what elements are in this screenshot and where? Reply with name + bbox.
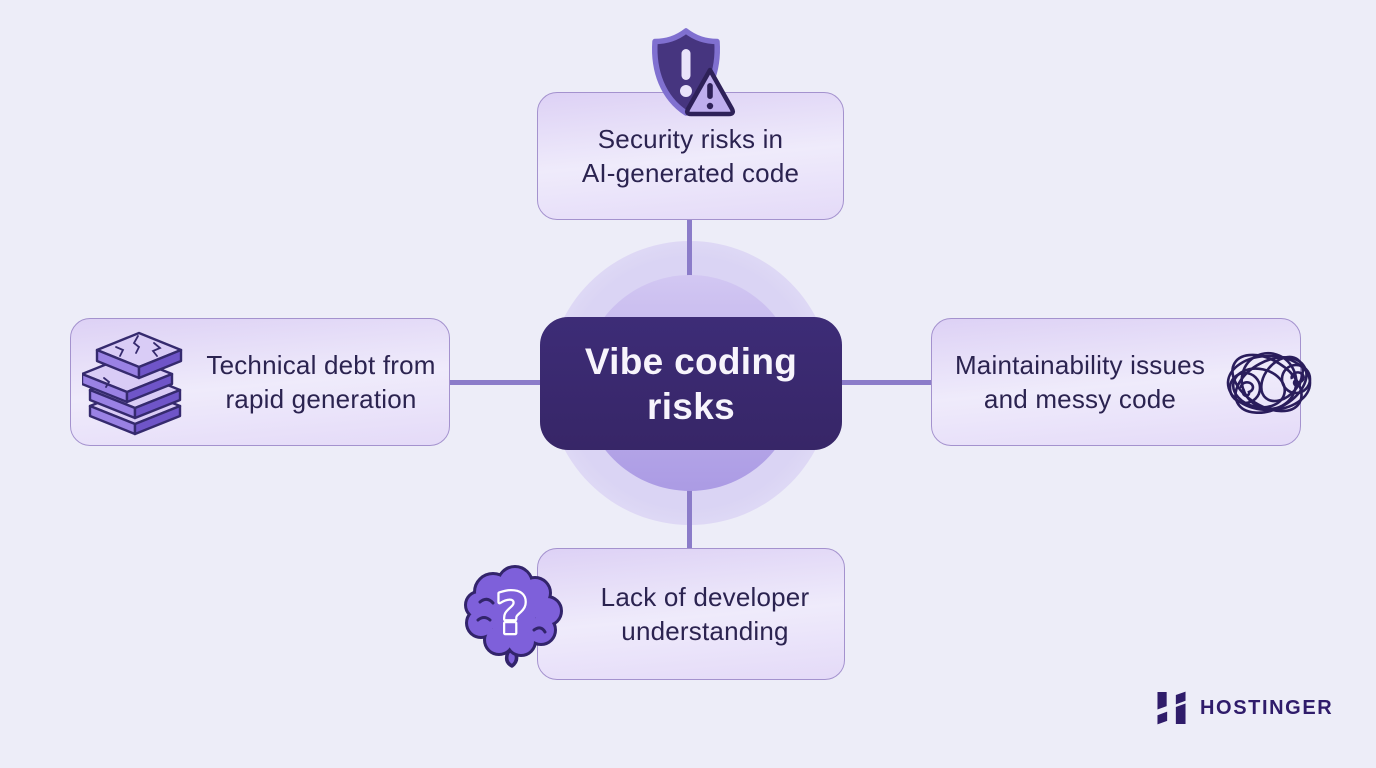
node-maintainability: Maintainability issues and messy code: [931, 318, 1301, 446]
connector-left: [448, 380, 542, 385]
shield-warning-icon: [638, 26, 742, 124]
node-maintainability-label: Maintainability issues and messy code: [954, 350, 1206, 414]
node-security-risks: Security risks in AI-generated code: [537, 92, 844, 220]
node-security-label: Security risks in AI-generated code: [581, 124, 800, 188]
svg-text:?: ?: [496, 582, 528, 647]
tangled-scribble-icon: [1206, 340, 1334, 428]
cracked-bricks-icon: [82, 330, 188, 442]
hostinger-h-icon: [1157, 691, 1186, 725]
connector-right: [840, 380, 934, 385]
connector-bottom: [687, 449, 692, 550]
connector-top: [687, 219, 692, 319]
node-technical-debt-label: Technical debt from rapid generation: [206, 350, 436, 414]
center-topic-box: Vibe coding risks: [540, 317, 842, 450]
brand-wordmark: HOSTINGER: [1200, 696, 1334, 719]
node-developer-understanding-label: Lack of developer understanding: [600, 582, 810, 646]
brand-logo: HOSTINGER: [1157, 687, 1333, 729]
center-topic-title: Vibe coding risks: [584, 340, 798, 427]
brain-question-icon: ?: [456, 560, 568, 670]
node-developer-understanding: Lack of developer understanding: [537, 548, 845, 680]
